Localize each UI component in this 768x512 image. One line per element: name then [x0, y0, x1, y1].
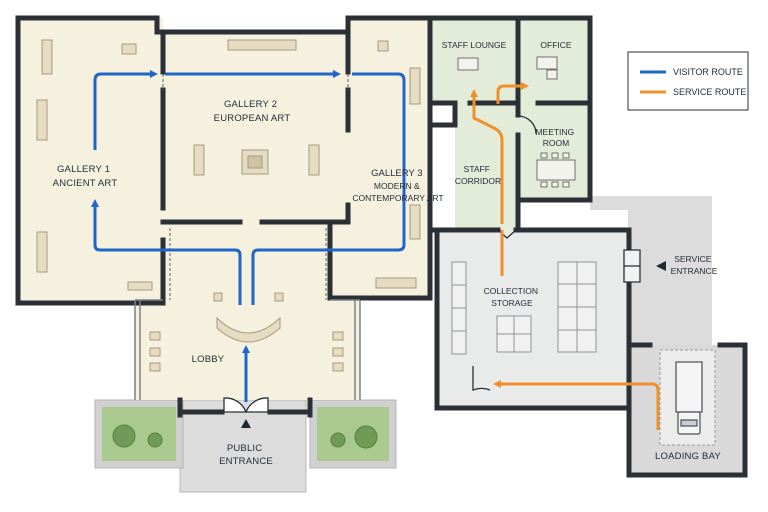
legend: VISITOR ROUTE SERVICE ROUTE — [627, 51, 749, 111]
visitor-route-to-gallery2 — [93, 70, 158, 150]
service-yard — [590, 196, 712, 345]
exhibit-furniture — [36, 39, 421, 372]
staff-lounge-label: STAFF LOUNGE — [442, 40, 507, 50]
storage-shelving — [451, 261, 597, 355]
public-entrance-arrow-icon — [241, 419, 251, 428]
room-labels: GALLERY 1 ANCIENT ART GALLERY 2 EUROPEAN… — [53, 40, 722, 467]
gallery-2-label: GALLERY 2 EUROPEAN ART — [214, 99, 291, 124]
public-entrance-label: PUBLIC ENTRANCE — [219, 443, 273, 467]
service-route — [470, 82, 660, 430]
service-entrance-label: SERVICE ENTRANCE — [671, 254, 718, 276]
office-label: OFFICE — [540, 40, 571, 50]
loading-bay-label: LOADING BAY — [655, 451, 721, 462]
office-desk — [536, 56, 558, 70]
service-route-loading — [493, 380, 660, 430]
legend-box — [627, 51, 749, 111]
service-route-office — [496, 82, 529, 104]
tree-icon — [354, 425, 378, 449]
delivery-truck-icon — [675, 361, 703, 435]
doors — [223, 115, 641, 413]
tree-icon — [112, 424, 136, 448]
floor-areas — [18, 18, 745, 493]
gallery-3-label: GALLERY 3 MODERN & CONTEMPORARY ART — [352, 168, 443, 203]
storage-door — [472, 366, 491, 391]
legend-visitor-label: VISITOR ROUTE — [673, 67, 743, 77]
visitor-route-gallery3 — [251, 72, 406, 305]
service-entrance-arrow-icon — [656, 261, 666, 271]
walls — [15, 15, 748, 478]
lobby-glass — [134, 299, 361, 400]
lounge-table — [457, 57, 479, 71]
reception-desk — [216, 316, 281, 343]
entrance-plaza — [179, 399, 307, 493]
meeting-room-label: MEETING ROOM — [535, 127, 576, 148]
visitor-route — [91, 70, 406, 402]
collection-storage-label: COLLECTION STORAGE — [484, 286, 541, 308]
staff-corridor-label: STAFF CORRIDOR — [455, 164, 501, 186]
doorway-markers — [162, 74, 349, 300]
legend-service-label: SERVICE ROUTE — [673, 87, 746, 97]
entrance-door-right — [245, 397, 269, 413]
tree-icon — [147, 432, 163, 448]
lobby-label: LOBBY — [192, 354, 225, 365]
gallery-1-label: GALLERY 1 ANCIENT ART — [53, 164, 118, 189]
meeting-table — [536, 159, 576, 181]
visitor-route-gallery1-return — [91, 199, 242, 305]
collection-storage-floor — [437, 230, 629, 408]
planter-trees — [112, 424, 378, 449]
service-route-corridor — [470, 89, 504, 224]
gallery-2-floor — [163, 32, 348, 222]
lobby-floor — [135, 222, 360, 400]
staff-furniture — [457, 56, 576, 188]
tree-icon — [330, 432, 346, 448]
meeting-door — [517, 115, 537, 135]
